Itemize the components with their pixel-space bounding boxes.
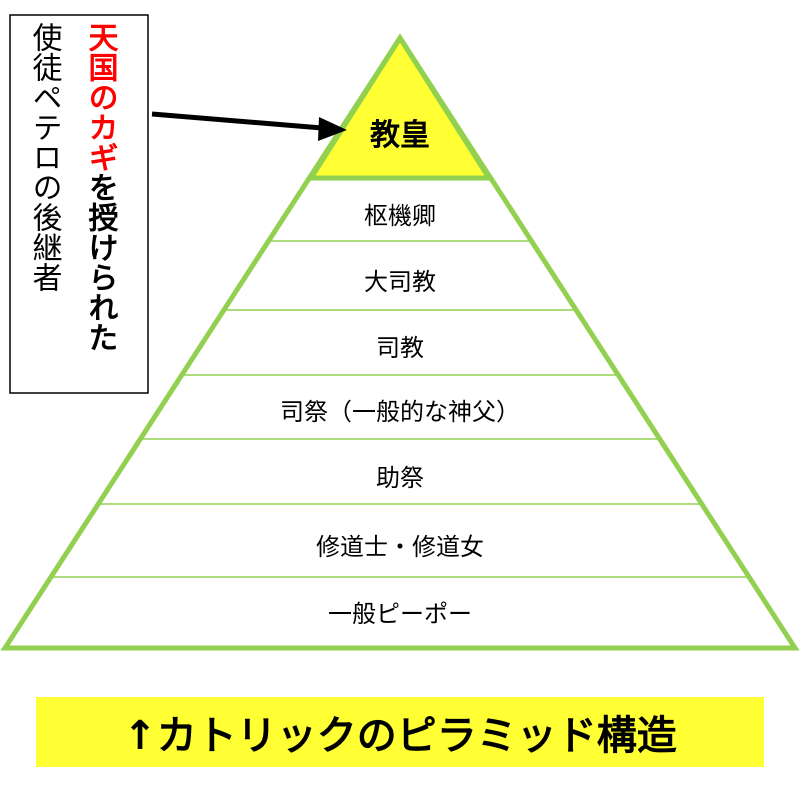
note-highlight: 天国のカギ bbox=[83, 22, 119, 172]
arrow-head bbox=[318, 117, 347, 141]
tier-label: 大司教 bbox=[364, 268, 436, 296]
tier-label: 枢機卿 bbox=[364, 202, 436, 230]
arrow-line bbox=[151, 111, 323, 131]
note-line-1: 天国のカギを授けられた bbox=[83, 22, 119, 352]
tier-label: 助祭 bbox=[376, 464, 424, 492]
tier-label: 一般ピーポー bbox=[328, 600, 472, 628]
tier-label: 修道士・修道女 bbox=[316, 533, 484, 561]
note-line-2: 使徒ペテロの後継者 bbox=[27, 22, 63, 292]
note-box bbox=[9, 14, 149, 394]
tier-label: 司教 bbox=[376, 334, 424, 362]
apex-tier bbox=[306, 33, 494, 181]
apex-label: 教皇 bbox=[370, 118, 430, 153]
note-line-1-rest: を授けられた bbox=[83, 172, 119, 352]
caption-banner: ↑カトリックのピラミッド構造 bbox=[36, 697, 764, 767]
tier-label: 司祭（一般的な神父） bbox=[280, 398, 520, 426]
pyramid-outline bbox=[0, 33, 800, 651]
